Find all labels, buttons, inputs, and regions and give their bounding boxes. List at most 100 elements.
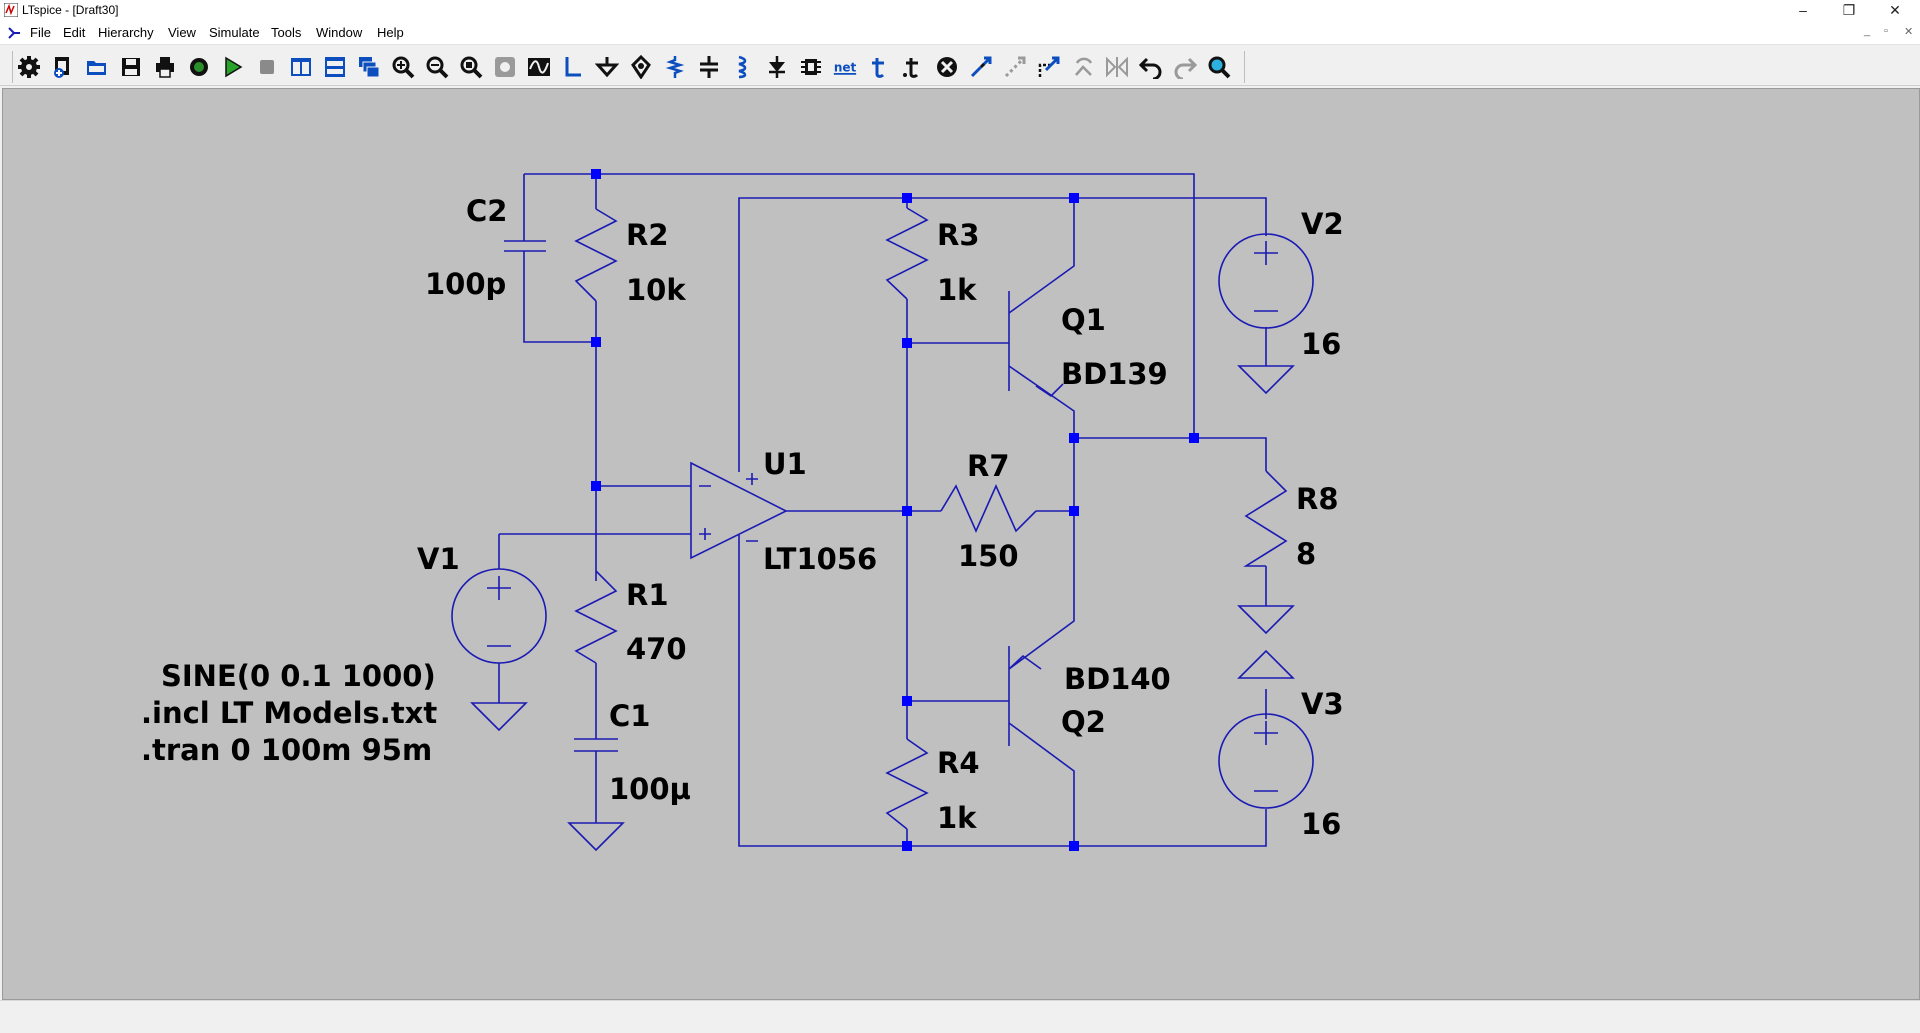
r7-value-label[interactable]: 150 xyxy=(958,539,1019,573)
diode-icon[interactable] xyxy=(765,55,789,79)
save-icon[interactable] xyxy=(119,55,143,79)
r2-ref-label[interactable]: R2 xyxy=(626,218,669,252)
voltage-source-v2-symbol[interactable] xyxy=(1218,233,1314,329)
new-schematic-icon[interactable] xyxy=(51,55,75,79)
menu-file[interactable]: File xyxy=(30,25,51,40)
menu-edit[interactable]: Edit xyxy=(63,25,86,40)
menu-view[interactable]: View xyxy=(168,25,196,40)
r8-value-label[interactable]: 8 xyxy=(1296,537,1316,571)
capacitor-c1-symbol[interactable] xyxy=(574,738,618,752)
v3-ref-label[interactable]: V3 xyxy=(1301,687,1344,721)
print-icon[interactable] xyxy=(153,55,177,79)
c1-value-label[interactable]: 100µ xyxy=(609,772,691,806)
undo-icon[interactable] xyxy=(1139,55,1163,79)
voltage-source-v1-symbol[interactable] xyxy=(451,568,547,664)
resistor-r1-symbol[interactable] xyxy=(574,570,618,664)
ground-v3-icon[interactable] xyxy=(1237,649,1295,679)
mdi-restore-button[interactable]: ▫ xyxy=(1884,25,1888,37)
v1-value-label[interactable]: SINE(0 0.1 1000) xyxy=(161,659,436,693)
waveform-icon[interactable] xyxy=(527,55,551,79)
resistor-icon[interactable] xyxy=(663,55,687,79)
spice-directive-tran[interactable]: .tran 0 100m 95m xyxy=(141,733,432,767)
r3-value-label[interactable]: 1k xyxy=(937,273,977,307)
r1-ref-label[interactable]: R1 xyxy=(626,578,669,612)
label-net-icon[interactable] xyxy=(629,55,653,79)
settings-icon[interactable] xyxy=(17,55,41,79)
net-name-icon[interactable]: net xyxy=(833,55,857,79)
duplicate-icon[interactable] xyxy=(969,55,993,79)
tile-horizontal-icon[interactable] xyxy=(323,55,347,79)
resistor-r7-symbol[interactable] xyxy=(940,484,1037,533)
mdi-minimize-button[interactable]: _ xyxy=(1864,25,1871,37)
rotate-icon[interactable] xyxy=(1071,55,1095,79)
r8-ref-label[interactable]: R8 xyxy=(1296,482,1339,516)
zoom-area-icon[interactable] xyxy=(493,55,517,79)
component-icon[interactable] xyxy=(799,55,823,79)
r1-value-label[interactable]: 470 xyxy=(626,632,687,666)
zoom-in-icon[interactable] xyxy=(391,55,415,79)
resistor-r2-symbol[interactable] xyxy=(574,208,618,302)
wire-icon[interactable] xyxy=(561,55,585,79)
ground-v2-icon[interactable] xyxy=(1237,365,1295,395)
restore-button[interactable]: ❐ xyxy=(1842,2,1856,18)
ground-icon[interactable] xyxy=(595,55,619,79)
cascade-icon[interactable] xyxy=(357,55,381,79)
wires[interactable] xyxy=(498,173,1267,847)
resistor-r3-symbol[interactable] xyxy=(885,207,929,300)
schematic-doc-icon[interactable] xyxy=(6,25,22,41)
spice-directive-incl[interactable]: .incl LT Models.txt xyxy=(141,696,437,730)
zoom-out-icon[interactable] xyxy=(425,55,449,79)
zoom-fit-icon[interactable] xyxy=(459,55,483,79)
c1-ref-label[interactable]: C1 xyxy=(609,699,650,733)
schematic-drawing[interactable]: C2 100p R2 10k R3 1k Q1 BD139 V2 16 U1 L… xyxy=(3,89,1919,999)
q2-ref-label[interactable]: Q2 xyxy=(1061,705,1106,739)
q1-value-label[interactable]: BD139 xyxy=(1061,357,1168,391)
run-icon[interactable] xyxy=(221,55,245,79)
move-icon[interactable] xyxy=(1003,55,1027,79)
menu-help[interactable]: Help xyxy=(377,25,404,40)
mirror-icon[interactable] xyxy=(1105,55,1129,79)
u1-ref-label[interactable]: U1 xyxy=(763,447,807,481)
q1-ref-label[interactable]: Q1 xyxy=(1061,303,1106,337)
mdi-close-button[interactable]: ✕ xyxy=(1904,26,1914,38)
c2-value-label[interactable]: 100p xyxy=(425,267,506,301)
schematic-canvas[interactable]: C2 100p R2 10k R3 1k Q1 BD139 V2 16 U1 L… xyxy=(2,88,1920,1000)
opamp-u1-symbol[interactable] xyxy=(690,461,788,560)
v2-ref-label[interactable]: V2 xyxy=(1301,207,1344,241)
v3-value-label[interactable]: 16 xyxy=(1301,807,1341,841)
r3-ref-label[interactable]: R3 xyxy=(937,218,980,252)
text-icon[interactable] xyxy=(867,55,891,79)
resistor-r8-symbol[interactable] xyxy=(1243,470,1288,567)
halt-icon[interactable] xyxy=(255,55,279,79)
capacitor-icon[interactable] xyxy=(697,55,721,79)
r4-ref-label[interactable]: R4 xyxy=(937,746,980,780)
find-icon[interactable] xyxy=(1207,55,1231,79)
u1-value-label[interactable]: LT1056 xyxy=(763,542,877,576)
minimize-button[interactable]: – xyxy=(1799,2,1807,18)
r7-ref-label[interactable]: R7 xyxy=(967,449,1010,483)
q2-value-label[interactable]: BD140 xyxy=(1064,662,1171,696)
voltage-source-v3-symbol[interactable] xyxy=(1218,713,1314,809)
resistor-r4-symbol[interactable] xyxy=(885,738,929,830)
menu-window[interactable]: Window xyxy=(316,25,363,40)
ground-v1-icon[interactable] xyxy=(470,702,528,732)
drag-icon[interactable] xyxy=(1037,55,1061,79)
tile-vertical-icon[interactable] xyxy=(289,55,313,79)
capacitor-c2-symbol[interactable] xyxy=(504,240,546,252)
r4-value-label[interactable]: 1k xyxy=(937,801,977,835)
inductor-icon[interactable] xyxy=(731,55,755,79)
ground-c1-icon[interactable] xyxy=(567,822,625,852)
spice-directive-icon[interactable] xyxy=(901,55,925,79)
delete-icon[interactable] xyxy=(935,55,959,79)
close-button[interactable]: ✕ xyxy=(1889,2,1901,18)
menu-hierarchy[interactable]: Hierarchy xyxy=(98,25,154,40)
open-icon[interactable] xyxy=(85,55,109,79)
redo-icon[interactable] xyxy=(1173,55,1197,79)
r2-value-label[interactable]: 10k xyxy=(626,273,686,307)
ground-r8-icon[interactable] xyxy=(1237,605,1295,635)
v2-value-label[interactable]: 16 xyxy=(1301,327,1341,361)
control-panel-icon[interactable] xyxy=(187,55,211,79)
v1-ref-label[interactable]: V1 xyxy=(417,542,460,576)
c2-ref-label[interactable]: C2 xyxy=(466,194,507,228)
menu-tools[interactable]: Tools xyxy=(271,25,302,40)
